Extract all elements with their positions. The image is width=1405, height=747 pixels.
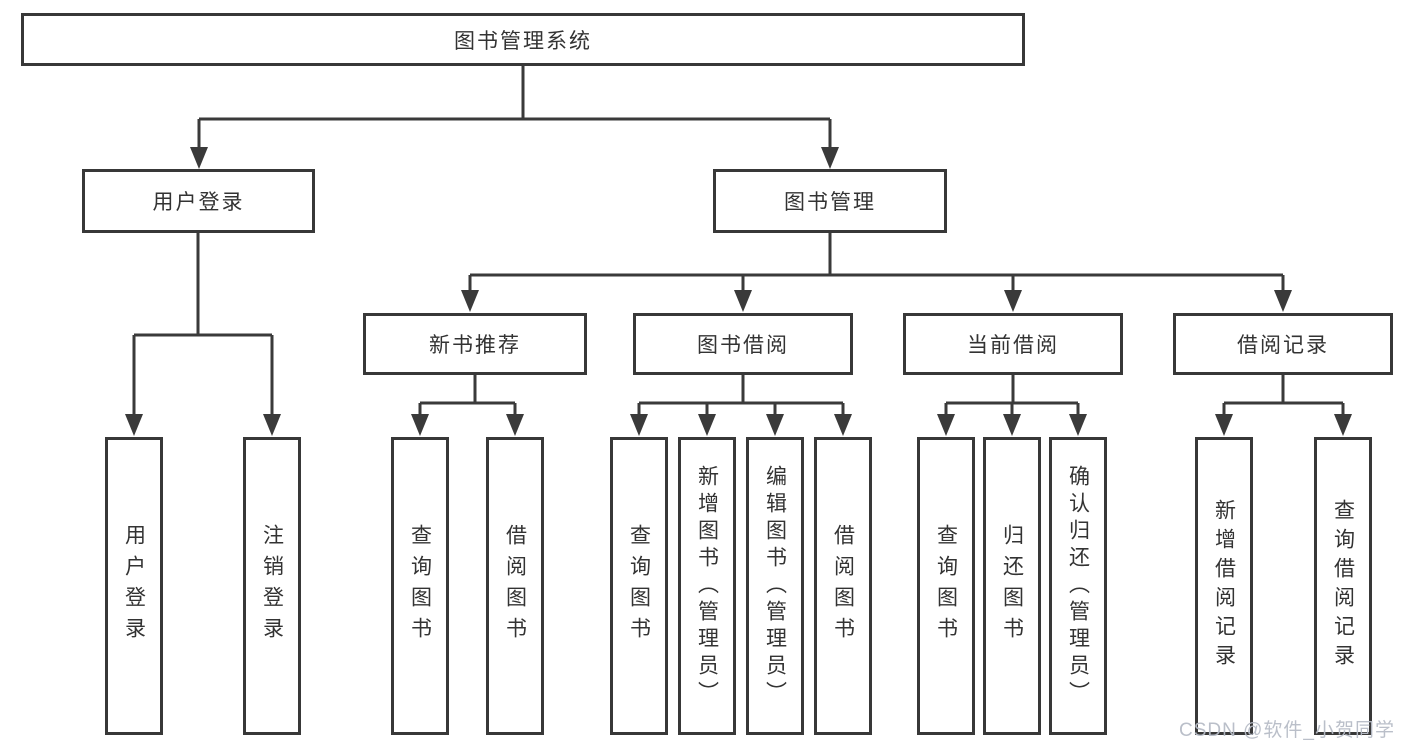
node-book-borrow: 图书借阅 bbox=[633, 313, 853, 375]
leaf-br-query-record: 查询借阅记录 bbox=[1314, 437, 1372, 735]
node-borrow-records: 借阅记录 bbox=[1173, 313, 1393, 375]
leaf-bb-borrow-books: 借阅图书 bbox=[814, 437, 872, 735]
arrow-bb-edit bbox=[766, 414, 784, 436]
node-user-login: 用户登录 bbox=[82, 169, 315, 233]
leaf-cb-confirm-return: 确认归还（管理员） bbox=[1049, 437, 1107, 735]
arrow-cb-query bbox=[937, 414, 955, 436]
edge-borrow-records-children bbox=[1222, 375, 1345, 418]
edge-current-borrow-children bbox=[944, 375, 1080, 418]
edge-book-mgmt-children bbox=[468, 233, 1285, 293]
node-root-label: 图书管理系统 bbox=[454, 29, 592, 53]
leaf-user-login-label: 用户登录 bbox=[122, 524, 146, 648]
leaf-logout: 注销登录 bbox=[243, 437, 301, 735]
node-root: 图书管理系统 bbox=[21, 13, 1025, 66]
arrow-book-borrow bbox=[734, 290, 752, 312]
arrow-cb-confirm bbox=[1069, 414, 1087, 436]
leaf-user-login: 用户登录 bbox=[105, 437, 163, 735]
leaf-br-query-record-label: 查询借阅记录 bbox=[1331, 499, 1355, 673]
leaf-bb-edit-books-label: 编辑图书（管理员） bbox=[763, 464, 787, 708]
arrow-cb-return bbox=[1003, 414, 1021, 436]
leaf-bb-query-books-label: 查询图书 bbox=[627, 524, 651, 648]
arrow-current-borrow bbox=[1004, 290, 1022, 312]
leaf-cb-confirm-return-label: 确认归还（管理员） bbox=[1066, 464, 1090, 708]
arrow-bb-add bbox=[698, 414, 716, 436]
arrow-nb-borrow bbox=[506, 414, 524, 436]
edge-new-book-rec-children bbox=[418, 375, 517, 418]
leaf-bb-add-books: 新增图书（管理员） bbox=[678, 437, 736, 735]
leaf-cb-return-books-label: 归还图书 bbox=[1000, 524, 1024, 648]
leaf-br-add-record-label: 新增借阅记录 bbox=[1212, 499, 1236, 673]
leaf-nb-query-books-label: 查询图书 bbox=[408, 524, 432, 648]
node-new-book-rec-label: 新书推荐 bbox=[429, 334, 521, 357]
arrow-user-login bbox=[190, 147, 208, 169]
leaf-br-add-record: 新增借阅记录 bbox=[1195, 437, 1253, 735]
arrow-nb-query bbox=[411, 414, 429, 436]
leaf-nb-borrow-books: 借阅图书 bbox=[486, 437, 544, 735]
arrow-ul-logout bbox=[263, 414, 281, 436]
arrow-br-query bbox=[1334, 414, 1352, 436]
node-book-borrow-label: 图书借阅 bbox=[697, 334, 789, 357]
node-book-mgmt-label: 图书管理 bbox=[784, 191, 876, 214]
leaf-bb-borrow-books-label: 借阅图书 bbox=[831, 524, 855, 648]
arrow-br-add bbox=[1215, 414, 1233, 436]
leaf-cb-query-books: 查询图书 bbox=[917, 437, 975, 735]
edge-user-login-children bbox=[132, 233, 274, 418]
edge-root-to-level2 bbox=[197, 66, 832, 150]
edge-book-borrow-children bbox=[637, 375, 845, 418]
node-current-borrow: 当前借阅 bbox=[903, 313, 1123, 375]
leaf-cb-return-books: 归还图书 bbox=[983, 437, 1041, 735]
leaf-cb-query-books-label: 查询图书 bbox=[934, 524, 958, 648]
leaf-bb-query-books: 查询图书 bbox=[610, 437, 668, 735]
leaf-logout-label: 注销登录 bbox=[260, 524, 284, 648]
leaf-bb-add-books-label: 新增图书（管理员） bbox=[695, 464, 719, 708]
arrow-bb-query bbox=[630, 414, 648, 436]
arrow-new-book-rec bbox=[461, 290, 479, 312]
arrow-borrow-records bbox=[1274, 290, 1292, 312]
csdn-watermark: CSDN @软件_小贺同学 bbox=[1179, 720, 1395, 741]
node-borrow-records-label: 借阅记录 bbox=[1237, 334, 1329, 357]
arrow-ul-user-login bbox=[125, 414, 143, 436]
node-user-login-label: 用户登录 bbox=[152, 191, 245, 214]
arrow-bb-borrow bbox=[834, 414, 852, 436]
leaf-nb-borrow-books-label: 借阅图书 bbox=[503, 524, 527, 648]
node-current-borrow-label: 当前借阅 bbox=[967, 334, 1059, 357]
arrow-book-mgmt bbox=[821, 147, 839, 169]
node-new-book-rec: 新书推荐 bbox=[363, 313, 587, 375]
node-book-mgmt: 图书管理 bbox=[713, 169, 947, 233]
leaf-bb-edit-books: 编辑图书（管理员） bbox=[746, 437, 804, 735]
leaf-nb-query-books: 查询图书 bbox=[391, 437, 449, 735]
